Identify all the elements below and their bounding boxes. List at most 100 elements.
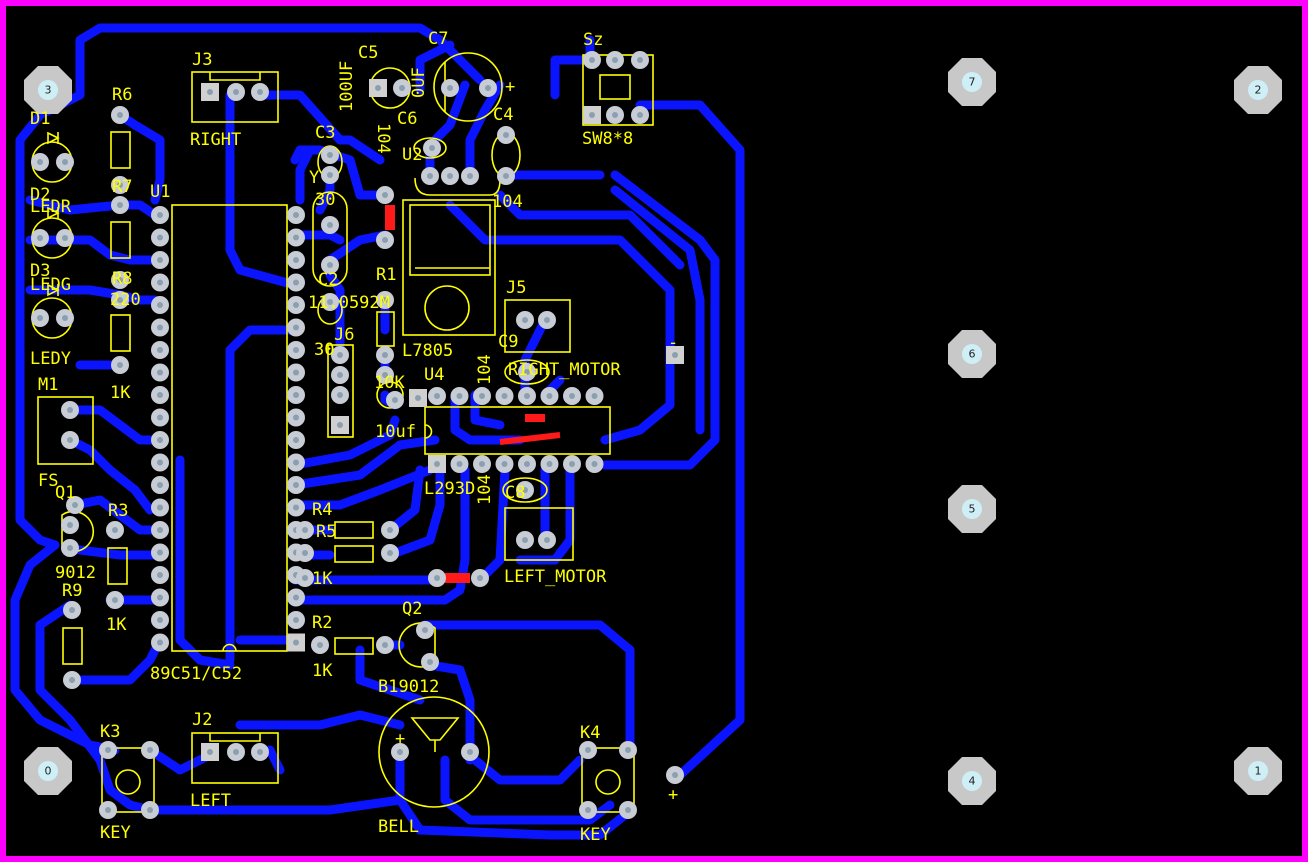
label-r3-value: 1K [106,615,127,635]
pad-drill [157,437,163,443]
mounting-hole-label: 2 [1255,84,1262,97]
label-c8: C8 [505,483,525,503]
mounting-hole-label: 5 [969,503,976,516]
pad-drill [337,392,343,398]
pad-drill [569,393,575,399]
label-fs: FS [38,471,58,491]
label-r7: R7 [112,177,132,197]
pad-drill [157,617,163,623]
pad-drill [522,537,528,543]
pad-drill [157,639,163,646]
pad-drill [382,237,388,243]
pad-drill [293,302,299,308]
pad-drill [257,89,263,95]
pad-drill [524,461,530,467]
pad-drill [37,159,43,165]
label-sz: Sz [583,30,603,50]
pad-drill [422,627,428,633]
pad-drill [157,369,163,376]
pad-drill [434,393,440,399]
pad-drill [62,159,68,165]
mounting-hole: 3 [24,66,72,114]
pad-drill [327,299,333,305]
label-c6: C6 [397,109,417,129]
pad-drill [456,461,463,467]
label-d2: D2 [30,185,50,205]
label-ledg: LEDG [30,275,71,295]
label-u4: U4 [424,365,444,385]
pad-drill [157,324,163,331]
pad-drill [447,173,453,179]
pad-drill [456,393,463,399]
label-c9-value: 104 [475,354,495,385]
pad-drill [387,550,393,556]
pad-drill [157,504,163,511]
label-l293d: L293D [424,479,475,499]
label-d1: D1 [30,109,50,129]
pad-drill [589,112,595,118]
pad-drill [293,324,299,331]
label-q2: Q2 [402,599,422,619]
pad-drill [399,85,405,91]
pad-drill [302,550,308,556]
pad-drill [501,393,508,399]
label-c3-value: 30 [315,190,335,210]
label-r3: R3 [108,501,128,521]
pad-drill [157,549,163,556]
pad-drill [337,372,343,378]
pad-drill [112,597,118,603]
pad-drill [382,372,388,378]
pad-drill [467,749,473,755]
label-d3: D3 [30,261,50,281]
pad-drill [105,747,111,753]
pad-drill [625,747,631,753]
label-r8-1k: 1K [110,383,131,403]
label-c4: C4 [493,105,513,125]
pad-drill [293,482,299,488]
pad-drill [157,572,163,578]
pads [31,51,684,819]
mounting-holes: 3 7 2 6 5 0 4 [24,58,1282,805]
mounting-hole-label: 4 [969,775,976,788]
pad-drill [293,504,299,511]
pad-drill [317,642,323,648]
pad-drill [591,461,598,467]
pad-drill [637,112,643,118]
pad-drill [117,202,123,208]
pad-drill [293,459,299,466]
pad-drill [327,222,333,228]
pad-drill [293,279,299,286]
pad-drill [375,85,381,91]
pad-drill [585,807,591,813]
pad-drill [392,397,398,403]
label-c8-value: 104 [475,474,495,505]
pad-drill [147,807,153,813]
label-j2: J2 [192,710,212,730]
label-r2: R2 [312,613,332,633]
label-j3: J3 [192,50,212,70]
pad-drill [546,393,553,399]
pad-drill [382,192,388,198]
pad-drill [382,352,388,358]
pad-drill [293,212,299,218]
pad-drill [434,575,440,581]
pad-drill [67,437,73,443]
label-c3: C3 [315,123,335,143]
pad-drill [672,352,678,358]
pad-drill [157,279,163,286]
pad-drill [467,173,473,179]
pad-drill [62,235,68,241]
pad-drill [479,461,485,467]
pad-drill [591,393,598,399]
label-c2-value: 30 [314,340,334,360]
pad-drill [233,749,239,755]
pad-drill [434,461,440,467]
pad-drill [157,392,163,398]
pad-drill [112,527,118,533]
label-r4-value: 1K [312,569,333,589]
label-u1: U1 [150,182,170,202]
silkscreen-labels: D1 D2 D3 LEDR LEDG LEDY R6 R7 R8 220 1K … [30,29,678,845]
pad-drill [625,807,631,813]
pad-drill [522,487,528,493]
label-r2-value: 1K [312,661,333,681]
